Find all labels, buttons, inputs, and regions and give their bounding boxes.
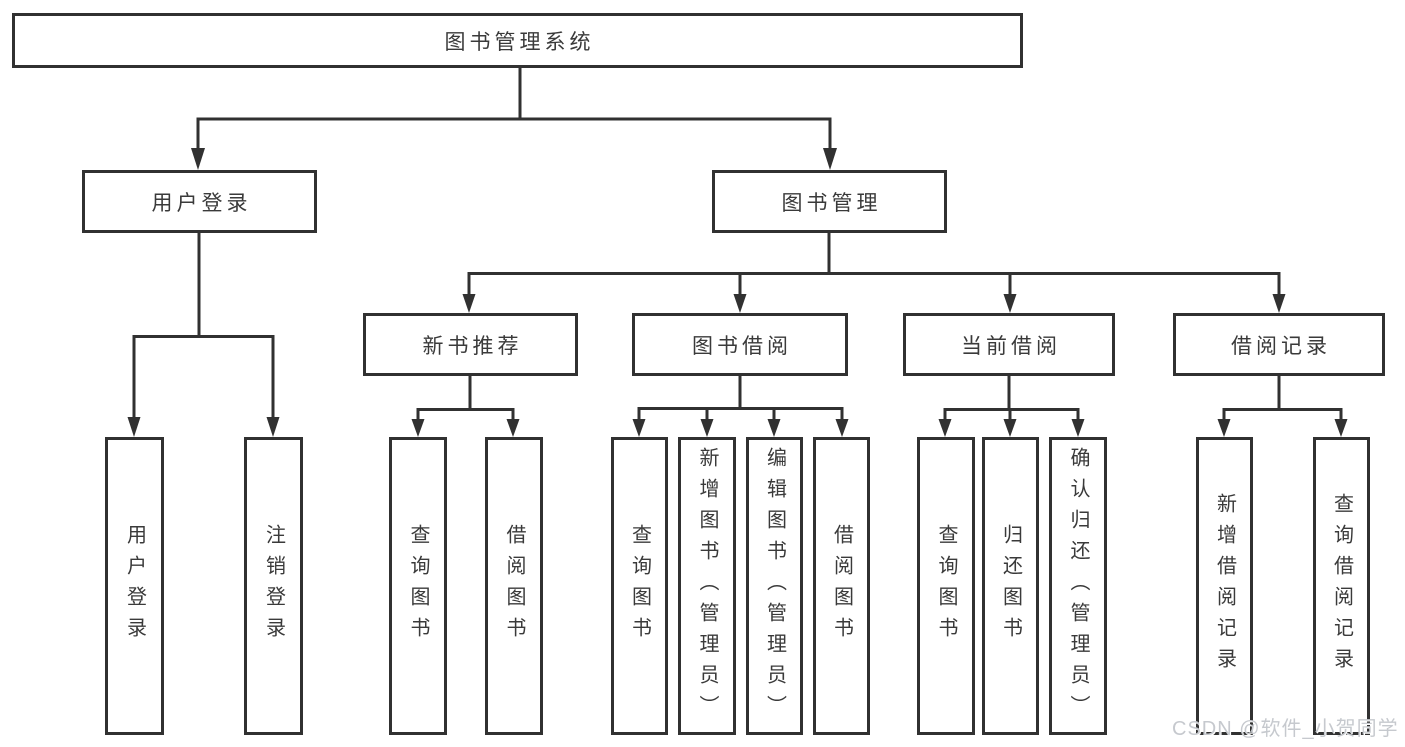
node-current-query-books: 查询图书 bbox=[917, 437, 975, 735]
node-label: 查询图书 bbox=[935, 524, 957, 648]
node-logout-leaf: 注销登录 bbox=[244, 437, 303, 735]
node-label: 查询借阅记录 bbox=[1330, 493, 1353, 679]
node-label: 当前借阅 bbox=[961, 334, 1061, 358]
node-borrowing-query-books: 查询图书 bbox=[611, 437, 668, 735]
node-label: 确认归还（管理员） bbox=[1067, 446, 1089, 726]
node-user-login: 用户登录 bbox=[82, 170, 317, 233]
node-borrowing-records: 借阅记录 bbox=[1173, 313, 1385, 376]
node-borrowing-borrow-books: 借阅图书 bbox=[813, 437, 870, 735]
node-label: 图书借阅 bbox=[692, 334, 792, 358]
node-label: 图书管理 bbox=[781, 191, 882, 215]
node-label: 注销登录 bbox=[262, 524, 285, 648]
node-label: 借阅图书 bbox=[503, 524, 525, 648]
node-label: 图书管理系统 bbox=[444, 30, 595, 54]
node-label: 查询图书 bbox=[407, 524, 429, 648]
node-records-query-record: 查询借阅记录 bbox=[1313, 437, 1370, 735]
node-label: 用户登录 bbox=[151, 191, 252, 215]
node-book-management: 图书管理 bbox=[712, 170, 947, 233]
watermark-text: CSDN @软件_小贺同学 bbox=[1172, 718, 1399, 740]
node-user-login-leaf: 用户登录 bbox=[105, 437, 164, 735]
node-recommend-borrow-books: 借阅图书 bbox=[485, 437, 543, 735]
node-records-add-record: 新增借阅记录 bbox=[1196, 437, 1253, 735]
node-current-borrowing: 当前借阅 bbox=[903, 313, 1115, 376]
node-library-system: 图书管理系统 bbox=[12, 13, 1023, 68]
node-book-borrowing: 图书借阅 bbox=[632, 313, 848, 376]
node-current-confirm-return: 确认归还（管理员） bbox=[1049, 437, 1107, 735]
node-borrowing-add-books: 新增图书（管理员） bbox=[678, 437, 736, 735]
node-label: 新增借阅记录 bbox=[1213, 493, 1236, 679]
node-label: 编辑图书（管理员） bbox=[763, 446, 786, 726]
node-borrowing-edit-books: 编辑图书（管理员） bbox=[746, 437, 803, 735]
node-current-return-books: 归还图书 bbox=[982, 437, 1039, 735]
node-label: 新书推荐 bbox=[422, 334, 523, 358]
node-recommend-query-books: 查询图书 bbox=[389, 437, 447, 735]
node-label: 借阅图书 bbox=[830, 524, 853, 648]
node-label: 新增图书（管理员） bbox=[696, 446, 718, 726]
node-label: 用户登录 bbox=[123, 524, 146, 648]
node-label: 借阅记录 bbox=[1231, 334, 1331, 358]
node-label: 查询图书 bbox=[628, 524, 651, 648]
node-label: 归还图书 bbox=[999, 524, 1022, 648]
node-new-book-recommend: 新书推荐 bbox=[363, 313, 578, 376]
